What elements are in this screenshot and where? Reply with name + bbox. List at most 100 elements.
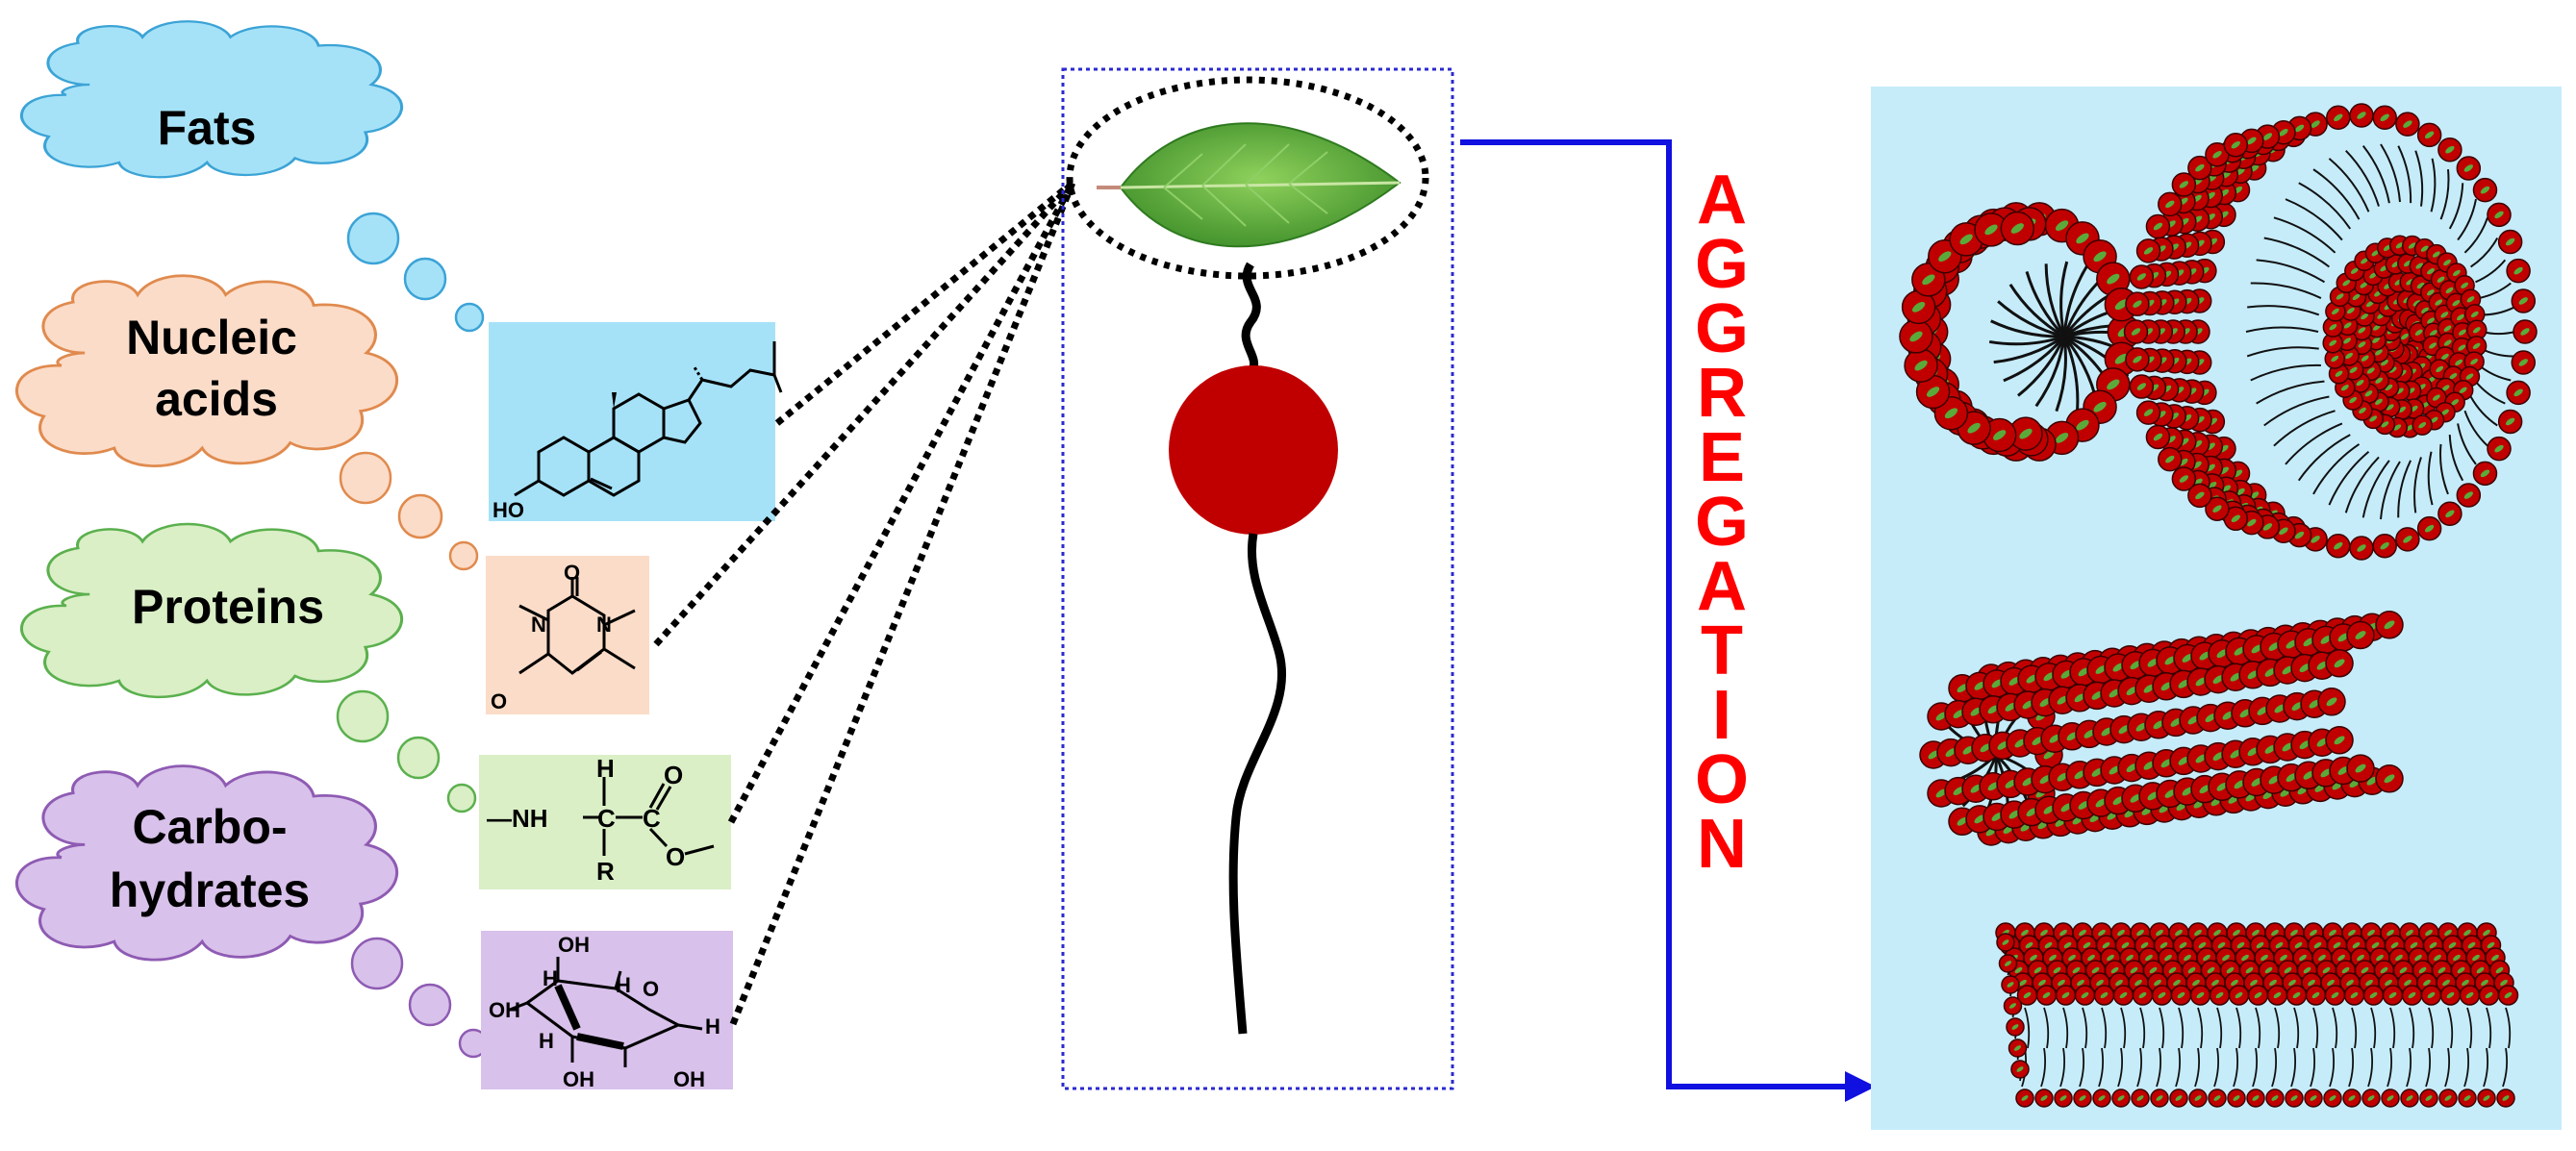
lipid-tail [2062, 1007, 2069, 1049]
lipid-tail [2034, 336, 2066, 408]
uracil-o-bottom: O [491, 689, 507, 713]
lipid-tail [2194, 1047, 2201, 1088]
cloud-proteins: Proteins [19, 522, 404, 699]
cloud-label-nucleic-line1: Nucleic [126, 311, 297, 364]
lipid-tail [2361, 145, 2390, 204]
uracil-structure: O N N O [486, 556, 649, 714]
sugar-ring-o: O [643, 977, 659, 1001]
lipid-tail [2062, 336, 2080, 411]
lipid-head [2324, 985, 2346, 1006]
lipid-head [2478, 985, 2500, 1006]
lipid-head [2247, 985, 2269, 1006]
lipid-tail [2312, 168, 2361, 220]
lipid-head [1998, 954, 2018, 973]
sugar-h-3: H [539, 1029, 554, 1053]
lipid-head [2456, 483, 2482, 508]
lipid-head [2129, 264, 2155, 289]
cloud-label-proteins: Proteins [132, 580, 324, 634]
lipid-tail [2413, 457, 2422, 513]
lipid-head [2223, 506, 2249, 532]
lipid-tail [2139, 1007, 2146, 1049]
lipid-head [2228, 985, 2250, 1006]
lipid-head [2496, 1088, 2515, 1108]
lipid-tail [2348, 1047, 2355, 1088]
lipid-tail [2003, 336, 2066, 383]
lipid-head [2497, 985, 2519, 1006]
lipid-tail [2430, 158, 2437, 213]
lipid-tail [2312, 443, 2361, 495]
lipid-head [2189, 985, 2211, 1006]
cloud-fats: Fats [19, 19, 404, 179]
lipid-head [2073, 1088, 2092, 1108]
lipid-head [2497, 409, 2523, 435]
lipid-head [2266, 985, 2288, 1006]
amphiphile-frame [1061, 67, 1454, 1090]
lipid-head [2169, 1088, 2188, 1108]
lipid-tail [2079, 1047, 2085, 1088]
lipid-head [2511, 288, 2537, 313]
lipid-tail [2463, 1047, 2470, 1088]
lipid-head [2150, 1088, 2169, 1108]
lipid-head [2008, 1038, 2028, 1058]
leaf-highlight-ellipse [1066, 76, 1429, 280]
aggregation-letter: G [1695, 484, 1749, 561]
lipid-tail [2274, 1007, 2281, 1049]
lipid-tail [2255, 1007, 2261, 1049]
lipid-head [2035, 985, 2058, 1006]
lipid-head [2187, 155, 2212, 181]
tubule [1919, 611, 2404, 846]
lipid-tail [2475, 259, 2507, 284]
lipid-head [2125, 347, 2150, 372]
lipid-head [2010, 1060, 2030, 1079]
lipid-head [2055, 985, 2077, 1006]
lipid-head [2400, 1088, 2419, 1108]
lipid-head [2285, 1088, 2304, 1108]
peptide-c-carbonyl: C [643, 804, 661, 833]
lipid-head [2362, 985, 2385, 1006]
lipid-head [2325, 649, 2354, 678]
lipid-head [2145, 213, 2171, 239]
lipid-head [2006, 1017, 2025, 1037]
peptide-c-alpha: C [597, 804, 616, 833]
lipid-tail [2344, 456, 2380, 513]
lipid-tail [1993, 335, 2065, 364]
lipid-tail [2101, 1007, 2108, 1049]
lipid-head [2477, 1088, 2496, 1108]
uracil-n-right: N [596, 613, 612, 637]
cloud-nucleic-acids: Nucleic acids [14, 274, 399, 468]
lipid-head [2003, 996, 2023, 1015]
lipid-head [2343, 985, 2365, 1006]
aggregation-arrowhead [1845, 1071, 1876, 1102]
lipid-head [2472, 461, 2498, 487]
lipid-tail [2290, 1047, 2297, 1088]
dotted-connectors [653, 180, 1076, 1026]
lipid-tail [2213, 1047, 2220, 1088]
lipid-tail [2178, 1007, 2185, 1049]
lipid-tail [2271, 1047, 2278, 1088]
lipid-tail [2156, 1047, 2162, 1088]
lipid-tail [2414, 150, 2424, 207]
lipid-tail [2117, 1047, 2124, 1088]
lipid-tail [2328, 450, 2370, 506]
lipid-tail [1997, 300, 2065, 338]
aggregate-structures [1899, 103, 2538, 1108]
lipid-tail [2273, 216, 2336, 254]
lipid-tail [2370, 1007, 2377, 1049]
lipid-head [2158, 191, 2183, 217]
lipid-tail [2285, 422, 2343, 465]
lipid-tail [2159, 1007, 2165, 1049]
lipid-head [2054, 1088, 2073, 1108]
lipid-head [2349, 536, 2374, 561]
aggregation-letter: O [1695, 741, 1749, 818]
lipid-tail [2332, 1007, 2338, 1049]
lipid-head [2511, 350, 2537, 375]
thought-bubbles-nucleic [339, 451, 479, 571]
peptide-h: H [596, 754, 615, 783]
lipid-head [2323, 1088, 2342, 1108]
lipid-tail [2448, 183, 2464, 230]
lipid-tail [2175, 1047, 2182, 1088]
cloud-label-nucleic-line2: acids [155, 372, 278, 426]
aggregation-letter: G [1695, 226, 1749, 303]
lipid-tail [2197, 1007, 2204, 1049]
